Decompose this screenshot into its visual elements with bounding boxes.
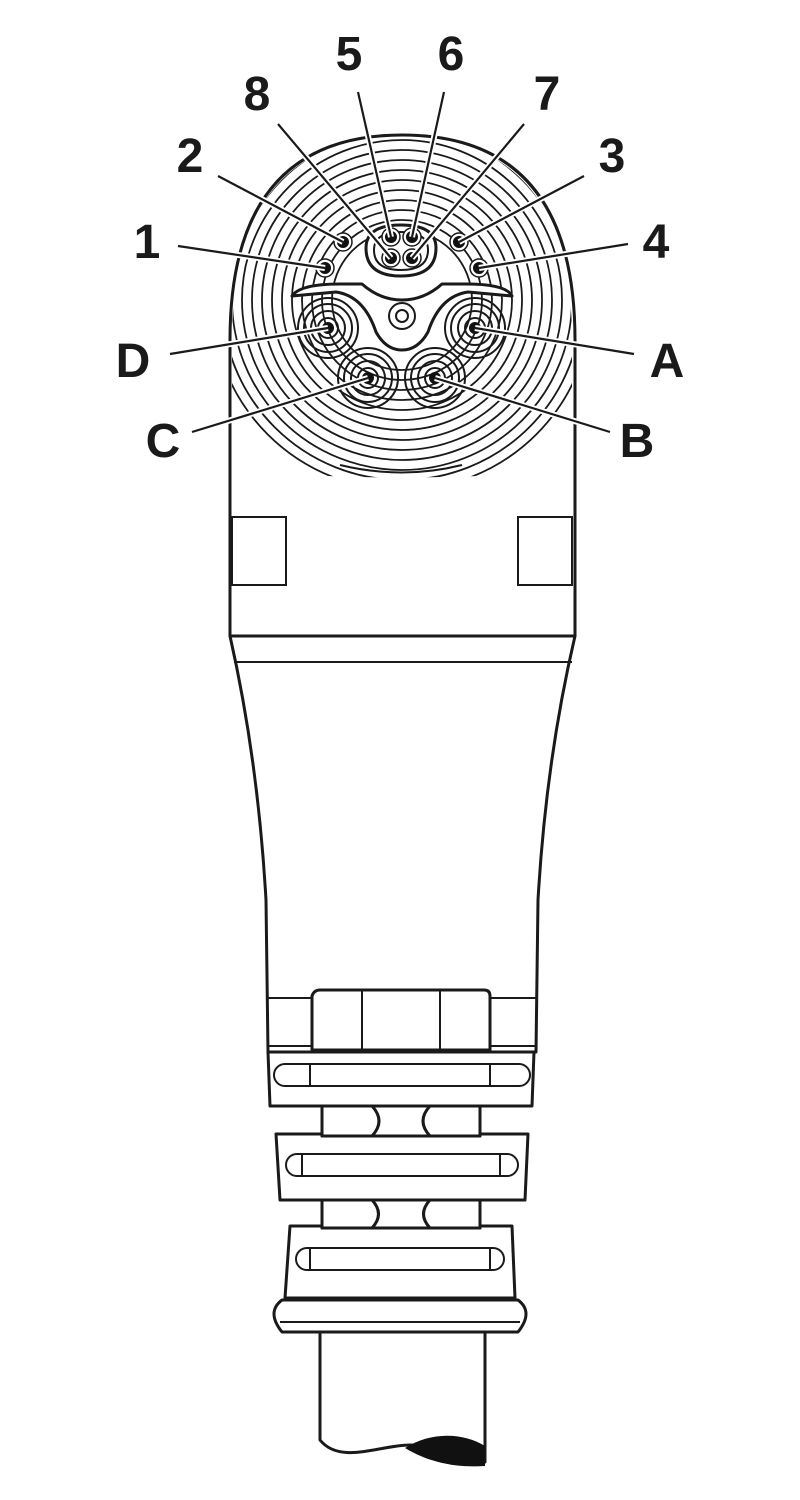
signal-pin-label-4: 4 xyxy=(643,216,670,269)
face-ring xyxy=(311,209,493,391)
signal-pin-leader-3 xyxy=(458,175,585,243)
signal-pin-leader-5 xyxy=(356,91,393,238)
power-pin-leader-C xyxy=(191,376,369,434)
power-pin-leader-B xyxy=(434,376,611,434)
power-pin-ring xyxy=(444,297,506,359)
signal-pin-leader-8 xyxy=(277,123,392,259)
signal-pin-leader-1 xyxy=(177,244,326,270)
signal-pin-leader-6 xyxy=(410,91,446,238)
signal-pin-label-6: 6 xyxy=(438,28,465,81)
power-pin-ring xyxy=(417,360,453,396)
power-pin-leader-A xyxy=(474,326,635,356)
power-pin-leader-D xyxy=(169,326,329,356)
face-ring xyxy=(321,219,483,381)
connector-body xyxy=(228,634,577,1054)
power-pin-label-B: B xyxy=(620,415,655,468)
face-ring xyxy=(241,139,563,461)
power-pin-ring xyxy=(297,297,359,359)
connector-face-rings xyxy=(232,137,572,478)
leader-layer xyxy=(169,91,635,435)
power-pin-ring xyxy=(404,347,466,409)
power-pin-ring xyxy=(410,353,460,403)
signal-pin-label-8: 8 xyxy=(244,68,271,121)
power-pin-ring xyxy=(450,303,500,353)
signal-pin-label-7: 7 xyxy=(534,68,561,121)
face-ring xyxy=(291,189,513,411)
strain-relief xyxy=(266,1050,536,1334)
cable-cut-shading xyxy=(405,1435,485,1467)
cable xyxy=(318,1328,487,1467)
face-ring-edge xyxy=(339,464,463,474)
face-ring xyxy=(261,159,543,441)
power-pin-label-D: D xyxy=(116,335,151,388)
power-pin-ring xyxy=(343,353,393,403)
signal-pin-label-3: 3 xyxy=(599,130,626,183)
face-ring xyxy=(281,179,523,421)
power-pin-ring xyxy=(337,347,399,409)
signal-pin-leader-2 xyxy=(217,175,344,243)
power-pin-label-C: C xyxy=(146,415,181,468)
signal-pin-leader-4 xyxy=(478,242,629,270)
face-ring xyxy=(232,137,572,471)
power-pin-label-A: A xyxy=(650,335,685,388)
power-pin-ring xyxy=(303,303,353,353)
face-ring xyxy=(301,199,503,401)
face-ring xyxy=(271,169,533,431)
signal-pin-label-2: 2 xyxy=(177,130,204,183)
signal-pin-label-5: 5 xyxy=(336,28,363,81)
signal-pin-leader-7 xyxy=(411,123,525,259)
power-pin-ring xyxy=(350,360,386,396)
face-ring xyxy=(251,149,553,451)
signal-pin-label-1: 1 xyxy=(134,216,161,269)
connector-head xyxy=(228,133,577,638)
